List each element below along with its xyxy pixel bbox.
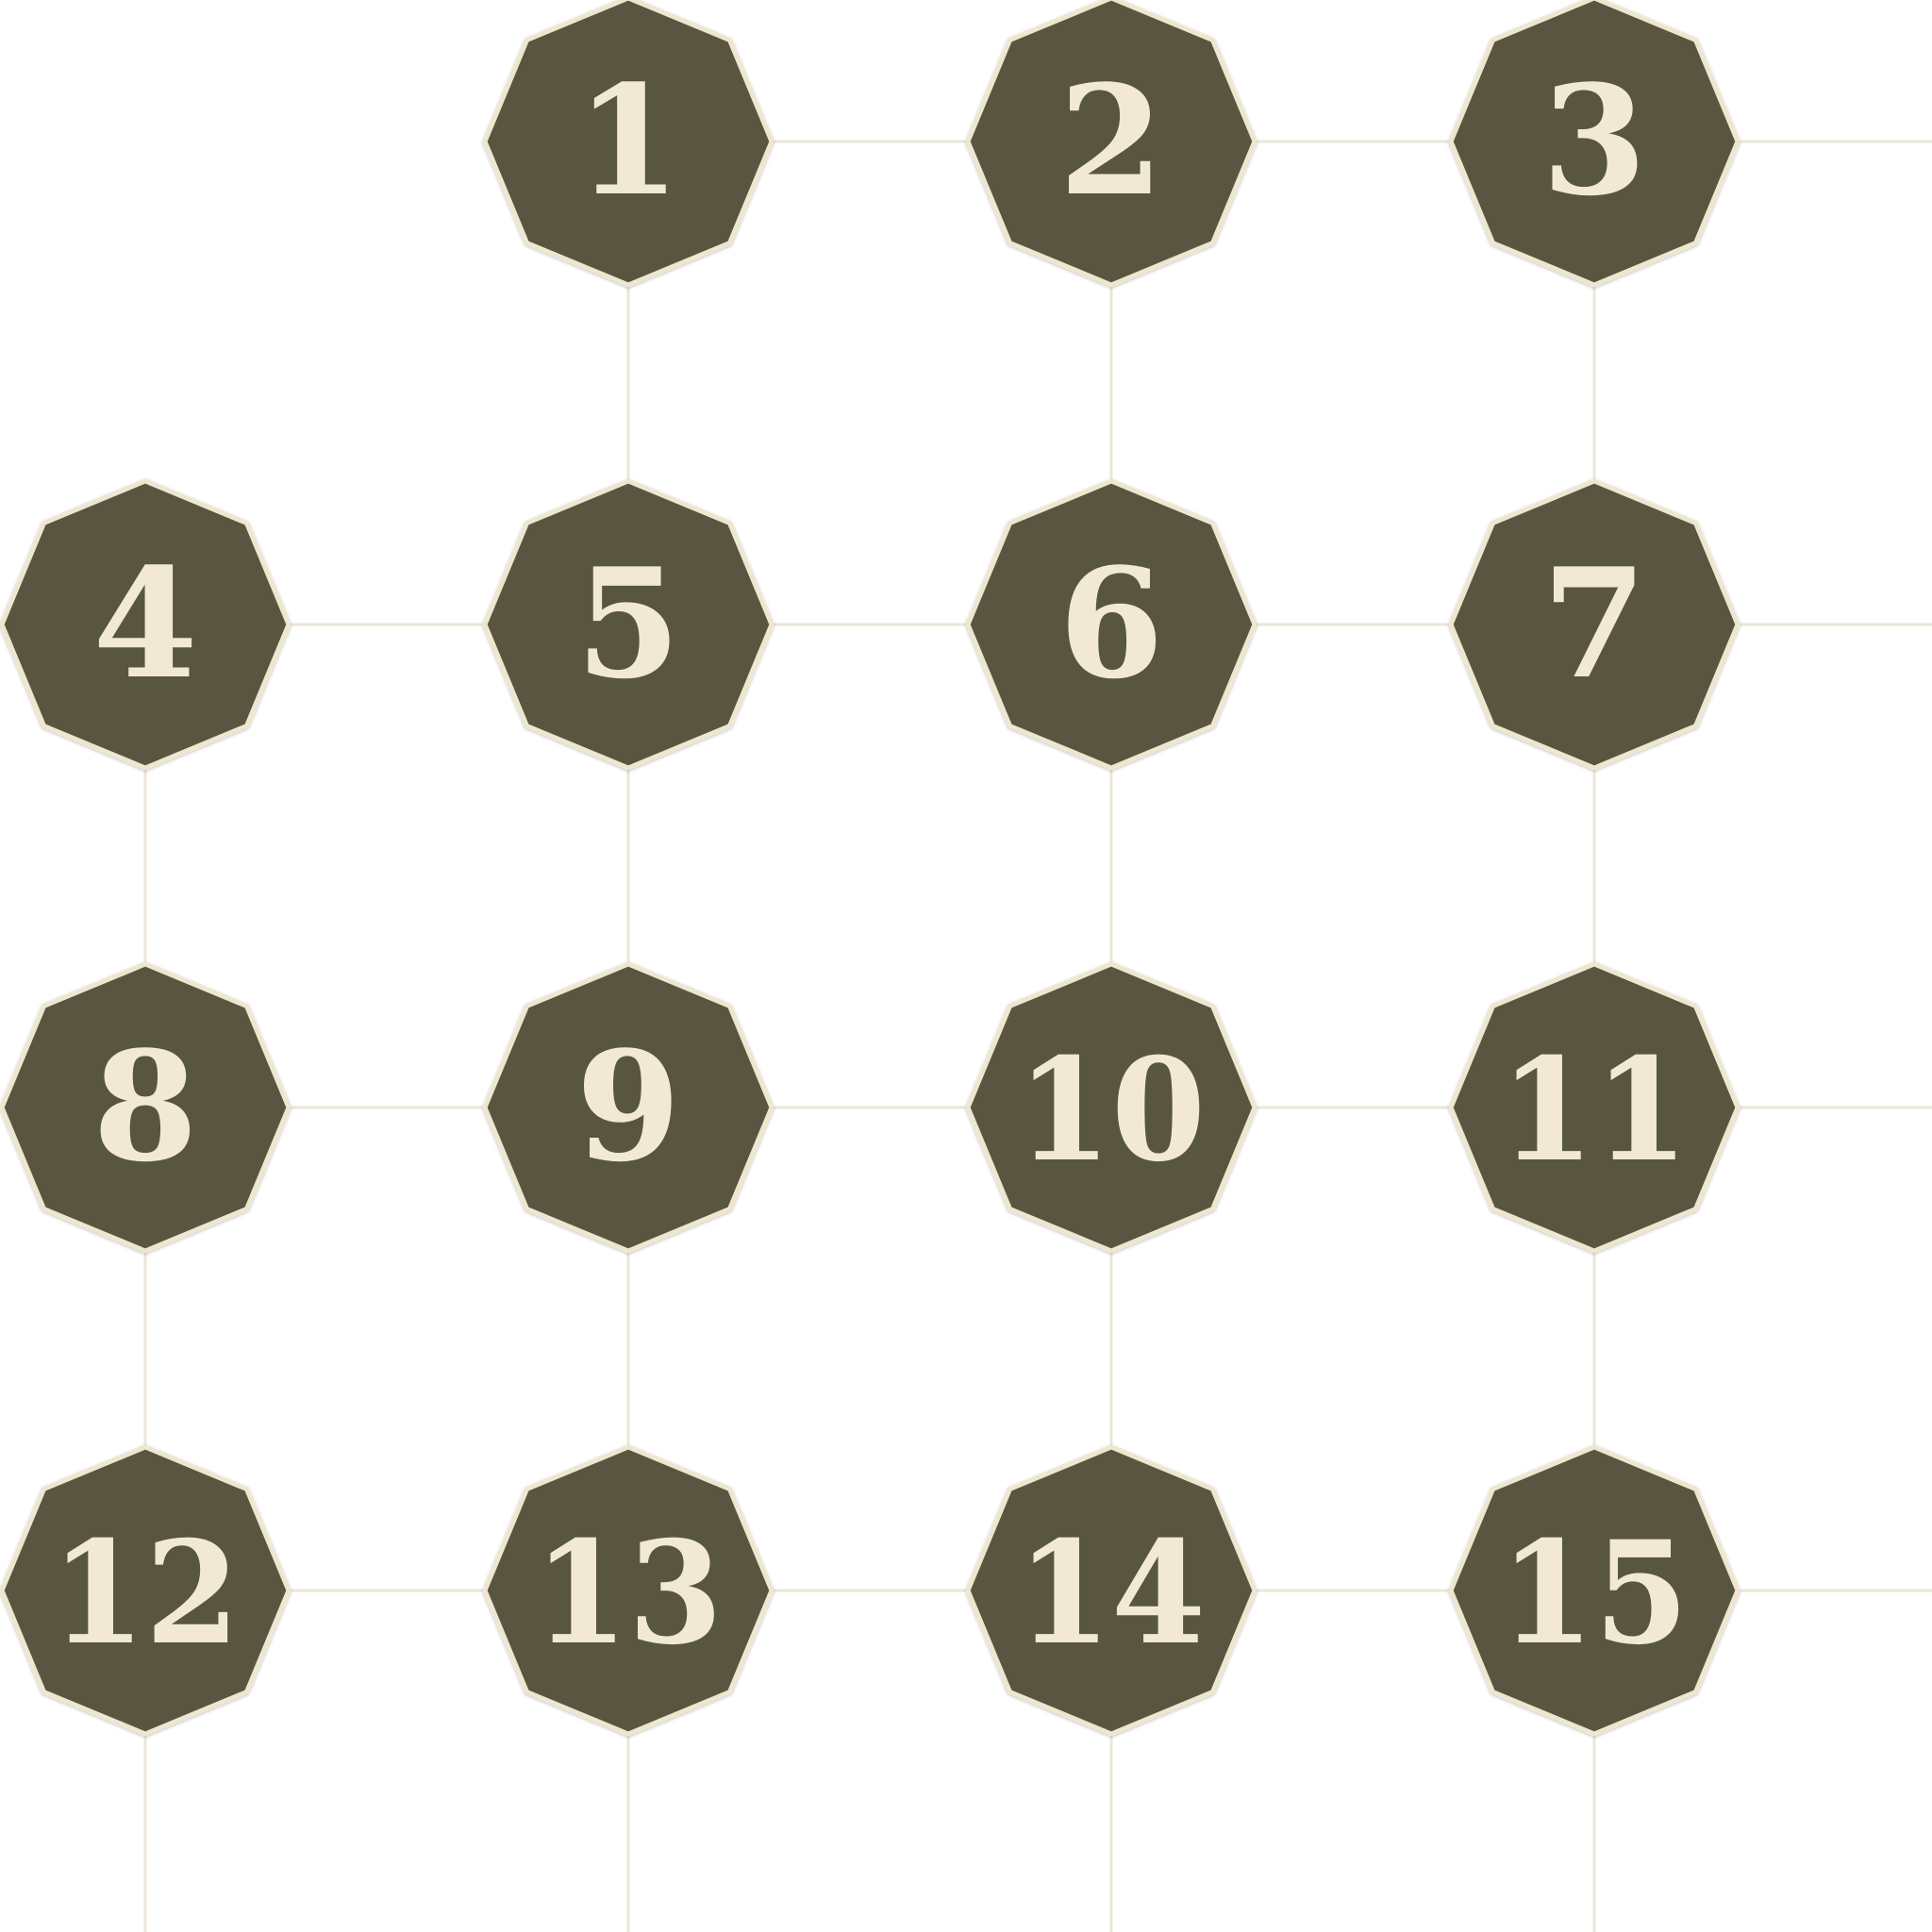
octagon-tile-shape bbox=[1448, 0, 1740, 288]
octagon-tile-shape bbox=[965, 1444, 1257, 1737]
level-number: 4 bbox=[92, 535, 197, 712]
level-number: 13 bbox=[534, 1510, 723, 1676]
level-number: 2 bbox=[1058, 52, 1163, 229]
octagon-tile-shape bbox=[0, 478, 291, 771]
level-number: 9 bbox=[575, 1018, 680, 1195]
level-number: 6 bbox=[1058, 535, 1163, 712]
level-number: 15 bbox=[1500, 1510, 1689, 1676]
level-number: 11 bbox=[1500, 1027, 1689, 1193]
level-tile-3[interactable]: 3 bbox=[1448, 0, 1740, 288]
level-tile-10[interactable]: 10 bbox=[965, 961, 1257, 1254]
octagon-tile-shape bbox=[482, 478, 774, 771]
octagon-tile-shape bbox=[965, 961, 1257, 1254]
level-number: 10 bbox=[1017, 1027, 1206, 1193]
octagon-tile-shape bbox=[0, 1444, 291, 1737]
octagon-tile-shape bbox=[1448, 478, 1740, 771]
octagon-tile-shape bbox=[965, 478, 1257, 771]
octagon-tile-shape bbox=[965, 0, 1257, 288]
level-tile-14[interactable]: 14 bbox=[965, 1444, 1257, 1737]
level-number: 1 bbox=[575, 52, 680, 229]
octagon-tile-shape bbox=[1448, 961, 1740, 1254]
level-tile-4[interactable]: 4 bbox=[0, 478, 291, 771]
level-tile-11[interactable]: 11 bbox=[1448, 961, 1740, 1254]
level-tile-12[interactable]: 12 bbox=[0, 1444, 291, 1737]
octagon-tile-shape bbox=[482, 961, 774, 1254]
octagon-tile-shape bbox=[482, 0, 774, 288]
level-tile-2[interactable]: 2 bbox=[965, 0, 1257, 288]
level-tile-6[interactable]: 6 bbox=[965, 478, 1257, 771]
octagon-tile-shape bbox=[482, 1444, 774, 1737]
level-tile-15[interactable]: 15 bbox=[1448, 1444, 1740, 1737]
level-number: 12 bbox=[51, 1510, 240, 1676]
level-tile-9[interactable]: 9 bbox=[482, 961, 774, 1254]
level-tile-13[interactable]: 13 bbox=[482, 1444, 774, 1737]
level-number: 7 bbox=[1541, 535, 1646, 712]
level-tile-8[interactable]: 8 bbox=[0, 961, 291, 1254]
octagon-tile-shape bbox=[0, 961, 291, 1254]
level-tile-5[interactable]: 5 bbox=[482, 478, 774, 771]
level-number: 8 bbox=[92, 1018, 197, 1195]
level-number: 3 bbox=[1541, 52, 1646, 229]
level-number: 14 bbox=[1017, 1510, 1206, 1676]
octagon-tile-shape bbox=[1448, 1444, 1740, 1737]
level-number: 5 bbox=[575, 535, 680, 712]
level-tile-7[interactable]: 7 bbox=[1448, 478, 1740, 771]
level-tile-1[interactable]: 1 bbox=[482, 0, 774, 288]
